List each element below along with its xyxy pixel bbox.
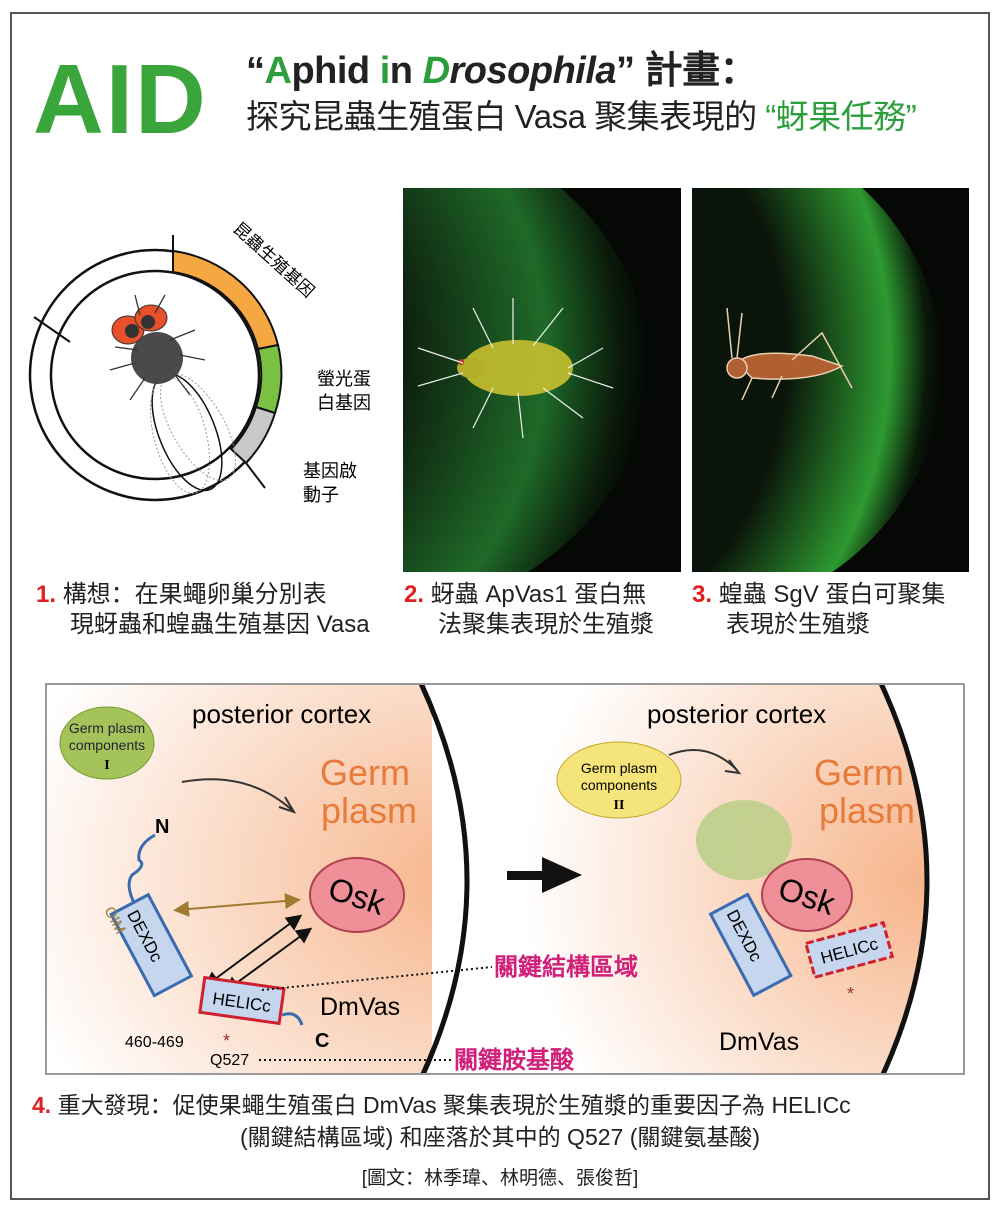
caption-text: 現蚜蟲和蝗蟲生殖基因 Vasa [70, 611, 370, 638]
gp-label: components [581, 777, 657, 793]
germ-label: Germ [814, 752, 904, 793]
caption-number: 3. [692, 581, 713, 608]
title-word: phid [291, 50, 380, 92]
caption-3: 3. 蝗蟲 SgV 蛋白可聚集 表現於生殖漿 [692, 580, 945, 640]
dmvas-label-left: DmVas [320, 993, 400, 1021]
bound-components [696, 800, 792, 880]
plasmid-diagram: 昆蟲生殖基因 螢光蛋 白基因 基因啟 動子 [28, 219, 371, 505]
fly-icon [109, 294, 237, 494]
caption-text: 構想：在果蠅卵巢分別表 [62, 581, 327, 608]
figure-frame [10, 12, 990, 1200]
caption-2: 2. 蚜蟲 ApVas1 蛋白無 法聚集表現於生殖漿 [404, 580, 654, 640]
aphid-icon [417, 298, 614, 439]
caption-number: 4. [32, 1092, 52, 1118]
dexdc-domain-right [708, 892, 793, 998]
title-letter: D [422, 50, 450, 92]
gfp-label-1: 螢光蛋 [317, 369, 371, 389]
subtitle: 探究昆蟲生殖蛋白 Vasa 聚集表現的 “蚜果任務” [246, 98, 917, 135]
transition-arrow [507, 857, 582, 893]
n-terminus: N [155, 816, 169, 838]
aphid-micrograph [403, 188, 681, 572]
gp-label: Germ plasm [69, 720, 145, 736]
q527-marker: * [223, 1031, 230, 1051]
plasm-label: plasm [321, 790, 417, 831]
caption-text: 重大發現：促使果蠅生殖蛋白 DmVas 聚集表現於生殖漿的重要因子為 HELIC… [57, 1092, 851, 1118]
title-word: n [389, 50, 423, 92]
q527-label: Q527 [210, 1052, 249, 1069]
gp-label: Germ plasm [581, 760, 657, 776]
gp-label: components [69, 737, 145, 753]
caption-1: 1. 構想：在果蠅卵巢分別表 現蚜蟲和蝗蟲生殖基因 Vasa [36, 580, 370, 640]
q527-marker: * [847, 984, 854, 1004]
caption-text: 法聚集表現於生殖漿 [438, 611, 654, 638]
cortex-label-left: posterior cortex [192, 699, 371, 729]
caption-number: 1. [36, 581, 57, 608]
germ-plasm-components-I [59, 706, 155, 780]
gfp-label-2: 白基因 [317, 393, 371, 413]
caption-text: 蝗蟲 SgV 蛋白可聚集 [718, 581, 946, 608]
gp-number: I [104, 758, 109, 773]
key-residue-label: 關鍵胺基酸 [454, 1046, 575, 1074]
dexdc-domain [109, 892, 194, 998]
title-letter: A [264, 50, 292, 92]
key-domain-label: 關鍵結構區域 [494, 953, 638, 981]
dmvas-label-right: DmVas [719, 1028, 799, 1056]
curved-arrow [181, 778, 293, 811]
title: “Aphid in Drosophila” 計畫： [246, 50, 758, 92]
promoter-segment [229, 405, 277, 465]
gp-number: II [614, 798, 625, 813]
locust-micrograph [692, 188, 969, 572]
promoter-label-1: 基因啟 [303, 461, 357, 481]
caption-text: 表現於生殖漿 [726, 611, 870, 638]
range-label: 460-469 [125, 1034, 184, 1051]
locust-icon [726, 307, 853, 401]
quote: ” [616, 50, 635, 92]
germ-label: Germ [320, 752, 410, 793]
caption-text: 蚜蟲 ApVas1 蛋白無 [430, 581, 647, 608]
title-suffix: 計畫： [634, 50, 758, 92]
caption-4: 4. 重大發現：促使果蠅生殖蛋白 DmVas 聚集表現於生殖漿的重要因子為 HE… [32, 1090, 982, 1120]
caption-number: 2. [404, 581, 425, 608]
cortex-label-right: posterior cortex [647, 699, 826, 729]
plasm-label: plasm [819, 790, 915, 831]
subtitle-highlight: “蚜果任務” [765, 98, 917, 135]
aid-logo: AID [33, 44, 208, 154]
c-terminus: C [315, 1030, 329, 1052]
caption-4-line2: (關鍵結構區域) 和座落於其中的 Q527 (關鍵氨基酸) [239, 1124, 761, 1150]
osk-protein-right [761, 858, 853, 932]
title-letter: i [379, 50, 391, 92]
helicc-domain-right [804, 920, 895, 980]
credit: [圖文：林季瑋、林明德、張俊哲] [361, 1168, 639, 1189]
germ-plasm-components-II [556, 741, 682, 819]
osk-protein [309, 857, 405, 933]
quote: “ [246, 50, 265, 92]
mechanism-diagram: posterior cortex Germ plasm components I… [45, 683, 965, 1075]
title-word: rosophila [449, 50, 617, 92]
subtitle-main: 探究昆蟲生殖蛋白 Vasa 聚集表現的 [246, 98, 766, 135]
promoter-label-2: 動子 [303, 485, 339, 505]
